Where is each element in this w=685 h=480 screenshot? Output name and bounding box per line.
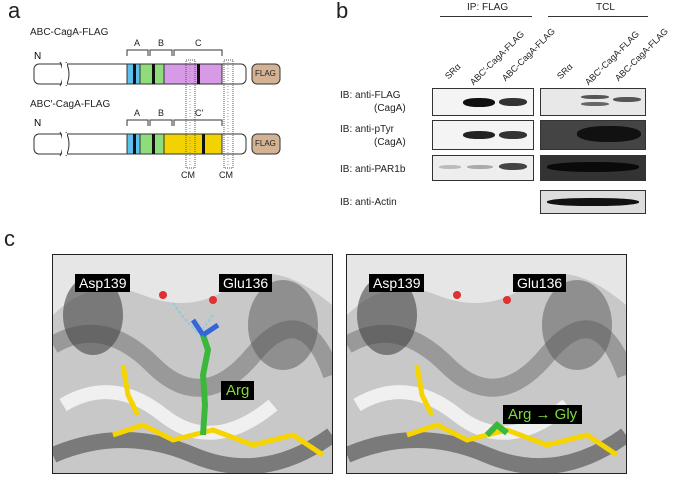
band (499, 98, 527, 106)
right-res2-label: Glu136 (513, 274, 567, 292)
ip-header: IP: FLAG (467, 2, 509, 13)
seg-a-label-1: A (134, 38, 141, 48)
panel-b-label: b (336, 0, 349, 23)
band (581, 95, 609, 99)
cm-label-1: CM (181, 170, 195, 180)
construct1-name: ABC-CagA-FLAG (30, 27, 109, 38)
band (463, 131, 495, 139)
band (547, 162, 639, 172)
lane-ip-srA: SRα (443, 61, 463, 82)
construct2-name: ABC′-CagA-FLAG (30, 99, 111, 110)
band (547, 198, 639, 206)
band (613, 97, 641, 102)
left-res1-label: Asp139 (75, 274, 131, 292)
blot-tcl-ptyr (540, 120, 646, 150)
cm-label-2: CM (219, 170, 233, 180)
domain-diagram: N N (33, 49, 281, 169)
band (499, 131, 527, 139)
panel-a-label: a (8, 0, 21, 23)
band (439, 165, 461, 169)
structure-left: Asp139 Glu136 Arg (52, 254, 333, 474)
cm-regions (185, 59, 234, 169)
flag-label-2: FLAG (255, 139, 276, 148)
n-term-2: N (34, 118, 41, 129)
lane-tcl-srA: SRα (555, 61, 575, 82)
seg-a-label-2: A (134, 108, 141, 118)
band (577, 126, 641, 142)
blot-ip-par1b (432, 155, 534, 181)
left-res2-label: Glu136 (219, 274, 273, 292)
row4-line1: IB: anti-Actin (340, 197, 397, 208)
band (463, 98, 495, 107)
ip-header-line (440, 16, 532, 17)
row3-line1: IB: anti-PAR1b (340, 164, 406, 175)
lane-ip-abc: ABC-CagA-FLAG (500, 26, 557, 84)
row2-line1: IB: anti-pTyr (340, 124, 394, 135)
row1-line1: IB: anti-FLAG (340, 90, 401, 101)
panel-c-label: c (4, 226, 15, 251)
blot-ip-ptyr (432, 120, 534, 150)
structure-left-art (53, 255, 332, 473)
seg-b-label-2: B (158, 108, 165, 118)
tcl-header: TCL (596, 2, 615, 13)
row2-line2: (CagA) (374, 137, 406, 148)
right-res1-label: Asp139 (369, 274, 425, 292)
band (581, 102, 609, 106)
band (499, 163, 527, 170)
blot-ip-flag (432, 88, 534, 116)
seg-c-label-2: C′ (195, 108, 204, 118)
tcl-header-line (548, 16, 648, 17)
seg-c-label-1: C (195, 38, 202, 48)
structure-right: Asp139 Glu136 Arg → Gly (346, 254, 627, 474)
flag-label-1: FLAG (255, 69, 276, 78)
row1-line2: (CagA) (374, 103, 406, 114)
right-mut-label: Arg → Gly (503, 405, 583, 424)
blot-tcl-par1b (540, 155, 646, 181)
seg-b-label-1: B (158, 38, 165, 48)
n-term-1: N (34, 51, 41, 62)
blot-tcl-actin (540, 190, 646, 214)
construct1-diagram: N (33, 49, 281, 87)
blot-tcl-flag (540, 88, 646, 116)
construct2-diagram: N (33, 118, 281, 157)
band (467, 165, 493, 169)
left-mut-label: Arg (221, 381, 255, 400)
